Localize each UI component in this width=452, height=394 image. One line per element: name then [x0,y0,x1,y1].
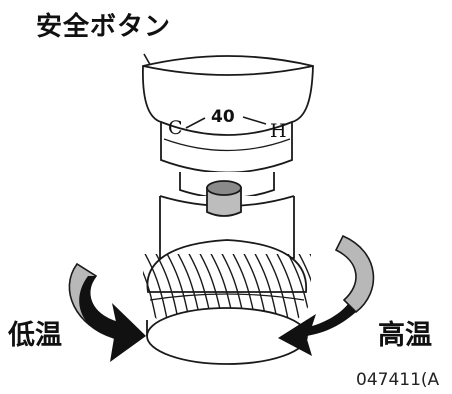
dial-center-value: 40 [211,107,235,127]
safety-button [206,180,242,217]
safety-button-label: 安全ボタン [36,12,172,42]
dial-tick-right [242,116,267,125]
knob-rib [274,254,302,331]
knob-rib [143,254,159,331]
dial-tick-left [185,117,206,129]
knob-rib [307,254,311,331]
upper-housing [142,55,314,174]
low-temp-arrow [68,262,146,362]
dial-right-mark: H [270,120,287,142]
high-temp-arrow [278,234,375,356]
dial-left-mark: C [168,117,183,139]
low-temp-label: 低温 [8,320,62,351]
ribbed-knob [143,239,311,365]
high-temp-label: 高温 [378,320,432,351]
figure-code: 047411(A [356,370,440,390]
knob-rib [296,254,311,331]
